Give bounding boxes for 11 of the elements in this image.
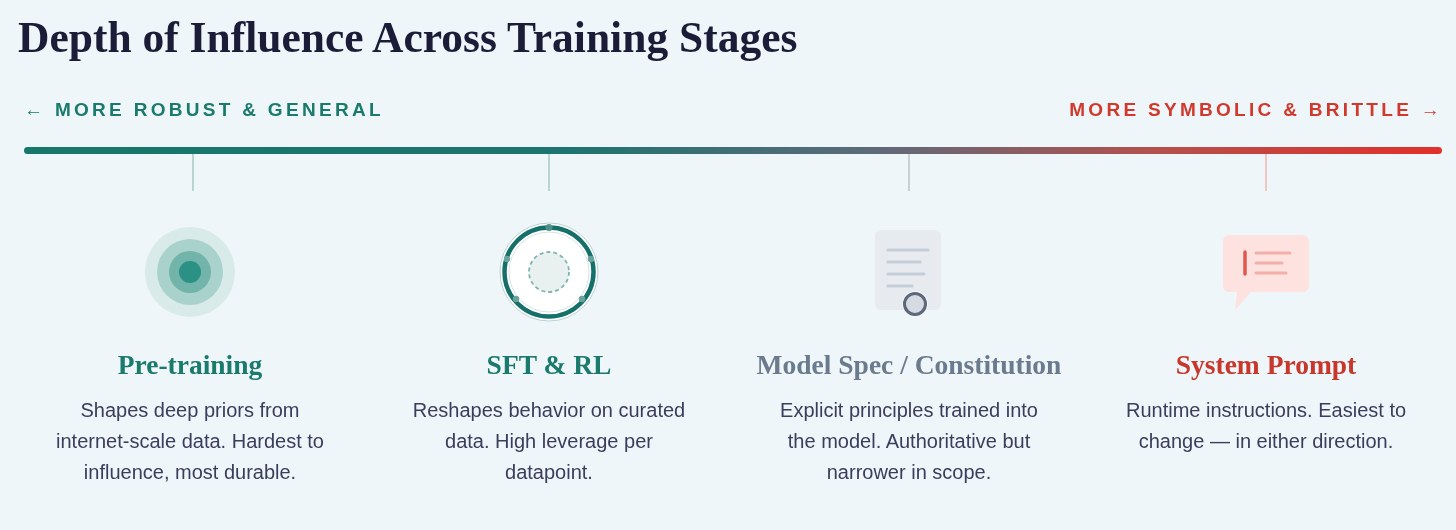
axis-label: MORE SYMBOLIC & BRITTLE →	[1069, 98, 1443, 122]
stage-heading: Pre-training	[117, 348, 263, 382]
stage-heading: SFT & RL	[486, 348, 612, 382]
stage-description: Runtime instructions. Easiest to change — in either direction.	[1124, 398, 1408, 454]
stage-heading: System Prompt	[1175, 348, 1357, 382]
stage-heading: Model Spec / Constitution	[756, 348, 1062, 382]
stage-description: Reshapes behavior on curated data. High leverage per datapoint.	[411, 398, 687, 485]
stage-description: Explicit principles trained into the model. Authoritative but narrower in scope.	[779, 398, 1039, 485]
axis-label: ← MORE ROBUST & GENERAL	[24, 98, 384, 122]
diagram-title: Depth of Influence Across Training Stages	[18, 12, 798, 63]
stage-description: Shapes deep priors from internet-scale data. Hardest to influence, most durable.	[55, 398, 325, 485]
